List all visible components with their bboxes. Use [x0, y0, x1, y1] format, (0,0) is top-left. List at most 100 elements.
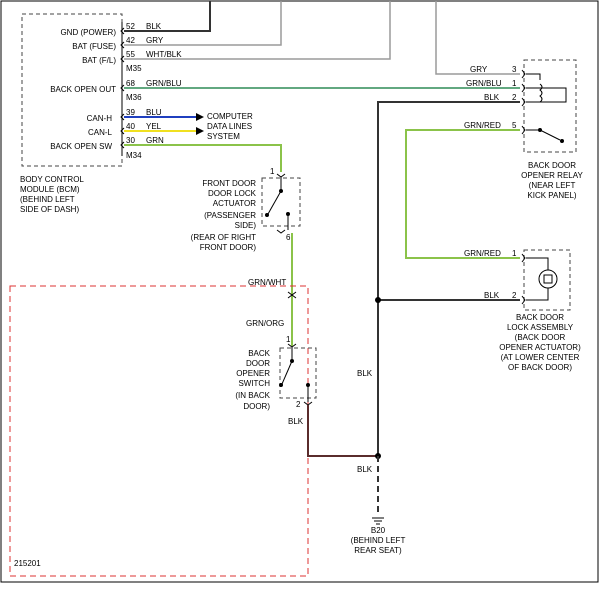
bcm-label-bat-fl: BAT (F/L) [82, 56, 116, 65]
bcm-pin-52: 52 [126, 22, 135, 31]
bcm-pin-42: 42 [126, 36, 135, 45]
ground-id: B20 [371, 526, 386, 535]
bcm-wire-yel: YEL [146, 122, 162, 131]
wire-label-blk-ground: BLK [357, 465, 373, 474]
front-lock-box [261, 177, 301, 227]
front-lock-caption-7: FRONT DOOR) [200, 243, 257, 252]
splice-lock-blk [375, 297, 381, 303]
relay-wire-gry: GRY [470, 65, 488, 74]
wire-bcm-back-open-sw [124, 144, 282, 172]
wire-relay-gry [435, 1, 520, 75]
wire-label-grnorg: GRN/ORG [246, 319, 284, 328]
relay-pin-1: 1 [512, 79, 517, 88]
relay-internals [521, 69, 567, 143]
relay-pin-3: 3 [512, 65, 517, 74]
bcm-chevrons [120, 27, 125, 149]
bcm-caption-2: MODULE (BCM) [20, 185, 80, 194]
bcm-pin-55: 55 [126, 50, 135, 59]
switch-caption-4: SWITCH [238, 379, 270, 388]
wire-label-blk-vertical: BLK [357, 369, 373, 378]
switch-caption-2: DOOR [246, 359, 270, 368]
bcm-label-bat-fuse: BAT (FUSE) [72, 42, 116, 51]
switch-caption-3: OPENER [236, 369, 270, 378]
bcm-label-gnd: GND (POWER) [60, 28, 116, 37]
lock-wire-blk: BLK [484, 291, 500, 300]
front-lock-pin-1: 1 [270, 167, 275, 176]
bcm-caption-1: BODY CONTROL [20, 175, 84, 184]
lock-caption-4: OPENER ACTUATOR) [499, 343, 581, 352]
relay-pin-5: 5 [512, 121, 517, 130]
ground-icon [372, 517, 384, 525]
lock-assembly-box [523, 249, 571, 311]
switch-pin-2: 2 [296, 400, 301, 409]
wire-label-switch-blk: BLK [288, 417, 304, 426]
front-lock-caption-6: (REAR OF RIGHT [191, 233, 256, 242]
switch-pin-1: 1 [286, 335, 291, 344]
computer-line-3: SYSTEM [207, 132, 240, 141]
front-lock-caption-5: SIDE) [235, 221, 257, 230]
front-lock-caption-1: FRONT DOOR [202, 179, 256, 188]
lock-caption-3: (BACK DOOR [515, 333, 566, 342]
bcm-pin-68: 68 [126, 79, 135, 88]
bcm-pin-39: 39 [126, 108, 135, 117]
relay-caption-2: OPENER RELAY [521, 171, 583, 180]
switch-caption-5: (IN BACK [235, 391, 270, 400]
relay-wire-blk: BLK [484, 93, 500, 102]
bcm-label-can-h: CAN-H [87, 114, 113, 123]
lock-caption-2: LOCK ASSEMBLY [507, 323, 574, 332]
front-lock-caption-3: ACTUATOR [213, 199, 256, 208]
bcm-connector-m35: M35 [126, 64, 142, 73]
switch-caption-1: BACK [248, 349, 270, 358]
wire-relay-blk [377, 101, 520, 455]
wire-relay-grnred [405, 129, 520, 259]
relay-caption-3: (NEAR LEFT [529, 181, 576, 190]
arrow-can-l [196, 127, 204, 135]
relay-box [523, 59, 577, 153]
ground-caption-1: (BEHIND LEFT [351, 536, 406, 545]
bcm-wire-grnblu: GRN/BLU [146, 79, 182, 88]
switch-caption-6: DOOR) [243, 402, 270, 411]
diagram-border [0, 0, 599, 583]
lock-pin-2: 2 [512, 291, 517, 300]
wire-bcm-gnd [124, 1, 211, 32]
bcm-wire-whtblk: WHT/BLK [146, 50, 182, 59]
arrow-can-h [196, 113, 204, 121]
wire-bcm-bat-fl [124, 1, 391, 60]
bcm-label-back-open-sw: BACK OPEN SW [50, 142, 112, 151]
wire-label-grnwht: GRN/WHT [248, 278, 286, 287]
inline-connector [287, 291, 297, 299]
bcm-connector-m36: M36 [126, 93, 142, 102]
relay-caption-1: BACK DOOR [528, 161, 576, 170]
bcm-wire-gry: GRY [146, 36, 164, 45]
wire-bcm-bat-fuse [124, 1, 282, 46]
back-door-region [9, 285, 309, 577]
lock-caption-6: OF BACK DOOR) [508, 363, 572, 372]
bcm-connector-m34: M34 [126, 151, 142, 160]
relay-pin-2: 2 [512, 93, 517, 102]
bcm-wire-grn: GRN [146, 136, 164, 145]
switch-internals [279, 343, 313, 406]
lock-caption-5: (AT LOWER CENTER [501, 353, 580, 362]
relay-caption-4: KICK PANEL) [527, 191, 577, 200]
bcm-pin-30: 30 [126, 136, 135, 145]
bcm-pin-40: 40 [126, 122, 135, 131]
lock-assembly-internals [521, 253, 558, 305]
front-lock-pin-6: 6 [286, 233, 291, 242]
front-lock-caption-4: (PASSENGER [204, 211, 256, 220]
computer-line-2: DATA LINES [207, 122, 252, 131]
relay-wire-grnred: GRN/RED [464, 121, 501, 130]
front-lock-caption-2: DOOR LOCK [208, 189, 257, 198]
bcm-label-can-l: CAN-L [88, 128, 113, 137]
computer-line-1: COMPUTER [207, 112, 253, 121]
figure-id: 215201 [14, 559, 41, 568]
bcm-caption-4: SIDE OF DASH) [20, 205, 79, 214]
lock-pin-1: 1 [512, 249, 517, 258]
lock-wire-grnred: GRN/RED [464, 249, 501, 258]
wire-switch-blk [307, 405, 378, 457]
relay-wire-grnblu: GRN/BLU [466, 79, 502, 88]
lock-caption-1: BACK DOOR [516, 313, 564, 322]
bcm-caption-3: (BEHIND LEFT [20, 195, 75, 204]
switch-box [279, 347, 317, 399]
